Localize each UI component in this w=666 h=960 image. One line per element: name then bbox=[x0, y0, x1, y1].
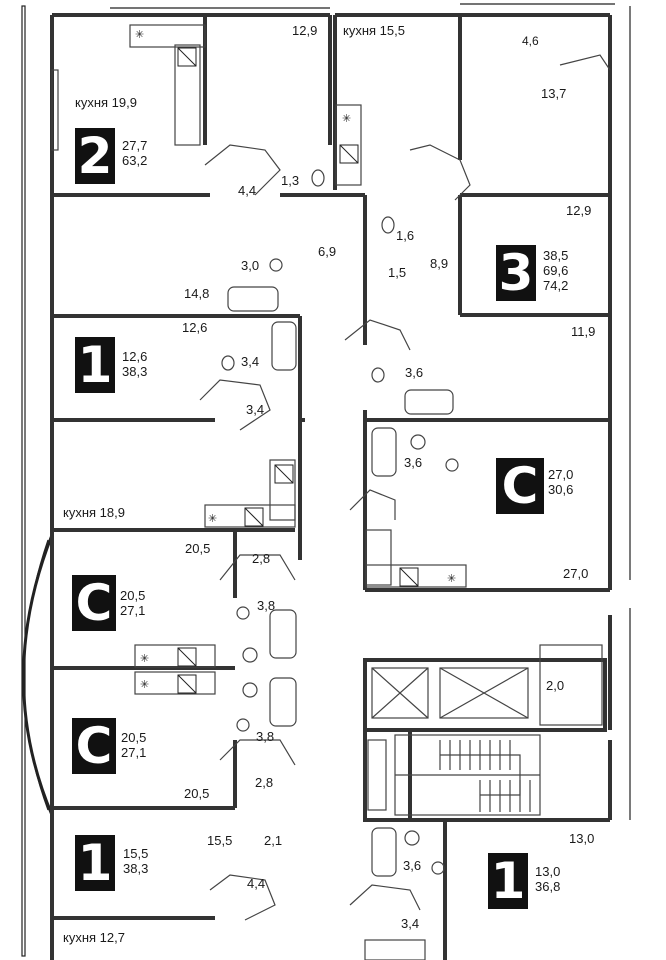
stairs bbox=[394, 734, 541, 816]
room-kitchen-12-7: кухня 12,7 bbox=[63, 930, 125, 945]
unit-total-area: 38,3 bbox=[123, 861, 149, 876]
unit-living-area: 15,5 bbox=[123, 846, 149, 861]
room-area-12-9-top: 12,9 bbox=[292, 23, 318, 38]
room-kitchen-15-5: кухня 15,5 bbox=[343, 23, 405, 38]
room-area-8-9: 8,9 bbox=[430, 256, 449, 271]
unit-total-area: 38,3 bbox=[122, 364, 148, 379]
room-area-2-8-a: 2,8 bbox=[252, 551, 271, 566]
room-area-3-4-c: 3,4 bbox=[401, 916, 420, 931]
unit-type-badge: 1 bbox=[75, 835, 115, 891]
room-area-3-8-b: 3,8 bbox=[256, 729, 275, 744]
unit-total-area-2: 74,2 bbox=[543, 278, 569, 293]
room-area-1-5: 1,5 bbox=[388, 265, 407, 280]
room-area-2-8-b: 2,8 bbox=[255, 775, 274, 790]
room-area-13-0: 13,0 bbox=[569, 831, 595, 846]
unit-type-badge: C bbox=[496, 458, 544, 514]
svg-text:✳: ✳ bbox=[208, 512, 217, 525]
room-area-20-5-b: 20,5 bbox=[184, 786, 210, 801]
unit-areas: 38,5 69,6 74,2 bbox=[543, 248, 568, 293]
svg-text:✳: ✳ bbox=[140, 678, 149, 691]
unit-type-badge: 1 bbox=[75, 337, 115, 393]
room-area-2-1: 2,1 bbox=[264, 833, 283, 848]
room-area-4-6: 4,6 bbox=[522, 34, 539, 48]
unit-type-badge: 1 bbox=[488, 853, 528, 909]
unit-total-area: 36,8 bbox=[535, 879, 561, 894]
unit-total-area: 27,1 bbox=[120, 603, 146, 618]
room-area-15-5: 15,5 bbox=[207, 833, 233, 848]
outer-wall-left bbox=[21, 5, 26, 957]
unit-type-badge: 3 bbox=[496, 245, 536, 301]
room-kitchen-18-9: кухня 18,9 bbox=[63, 505, 125, 520]
room-area-3-0: 3,0 bbox=[241, 258, 260, 273]
room-area-4-4-b: 4,4 bbox=[247, 876, 266, 891]
unit-total-area: 30,6 bbox=[548, 482, 574, 497]
unit-total-area: 27,1 bbox=[121, 745, 147, 760]
room-area-1-3: 1,3 bbox=[281, 173, 300, 188]
svg-text:✳: ✳ bbox=[447, 572, 456, 585]
room-area-11-9: 11,9 bbox=[571, 324, 596, 339]
room-kitchen-19-9: кухня 19,9 bbox=[75, 95, 137, 110]
unit-areas: 27,0 30,6 bbox=[548, 467, 573, 497]
room-area-20-5-a: 20,5 bbox=[185, 541, 211, 556]
bay-window-arc bbox=[22, 534, 54, 816]
room-area-3-4-a: 3,4 bbox=[241, 354, 260, 369]
room-area-3-6-a: 3,6 bbox=[405, 365, 424, 380]
svg-text:✳: ✳ bbox=[140, 652, 149, 665]
unit-total-area: 63,2 bbox=[122, 153, 148, 168]
room-area-2-0: 2,0 bbox=[546, 678, 565, 693]
svg-text:✳: ✳ bbox=[135, 28, 144, 41]
room-area-12-6: 12,6 bbox=[182, 320, 208, 335]
elevator-2 bbox=[439, 667, 529, 719]
unit-living-area: 27,0 bbox=[548, 467, 574, 482]
unit-areas: 13,0 36,8 bbox=[535, 864, 560, 894]
elevator-1 bbox=[371, 667, 429, 719]
room-area-1-6: 1,6 bbox=[396, 228, 415, 243]
room-area-14-8: 14,8 bbox=[184, 286, 210, 301]
room-area-3-6-c: 3,6 bbox=[403, 858, 422, 873]
unit-areas: 12,6 38,3 bbox=[122, 349, 147, 379]
unit-type-badge: 2 bbox=[75, 128, 115, 184]
unit-areas: 20,5 27,1 bbox=[121, 730, 146, 760]
unit-type-badge: C bbox=[72, 575, 116, 631]
unit-living-area: 20,5 bbox=[121, 730, 147, 745]
room-area-3-4-b: 3,4 bbox=[246, 402, 265, 417]
unit-areas: 20,5 27,1 bbox=[120, 588, 145, 618]
unit-living-area: 20,5 bbox=[120, 588, 146, 603]
room-area-27-0: 27,0 bbox=[563, 566, 589, 581]
unit-living-area: 27,7 bbox=[122, 138, 148, 153]
svg-text:✳: ✳ bbox=[342, 112, 351, 125]
unit-type-badge: C bbox=[72, 718, 116, 774]
unit-areas: 15,5 38,3 bbox=[123, 846, 148, 876]
unit-living-area: 38,5 bbox=[543, 248, 569, 263]
room-area-13-7: 13,7 bbox=[541, 86, 567, 101]
room-area-3-6-b: 3,6 bbox=[404, 455, 423, 470]
unit-areas: 27,7 63,2 bbox=[122, 138, 147, 168]
room-area-3-8-a: 3,8 bbox=[257, 598, 276, 613]
unit-total-area: 69,6 bbox=[543, 263, 569, 278]
unit-living-area: 13,0 bbox=[535, 864, 561, 879]
room-area-12-9-right: 12,9 bbox=[566, 203, 592, 218]
room-area-6-9: 6,9 bbox=[318, 244, 337, 259]
room-area-4-4-top: 4,4 bbox=[238, 183, 257, 198]
unit-living-area: 12,6 bbox=[122, 349, 148, 364]
